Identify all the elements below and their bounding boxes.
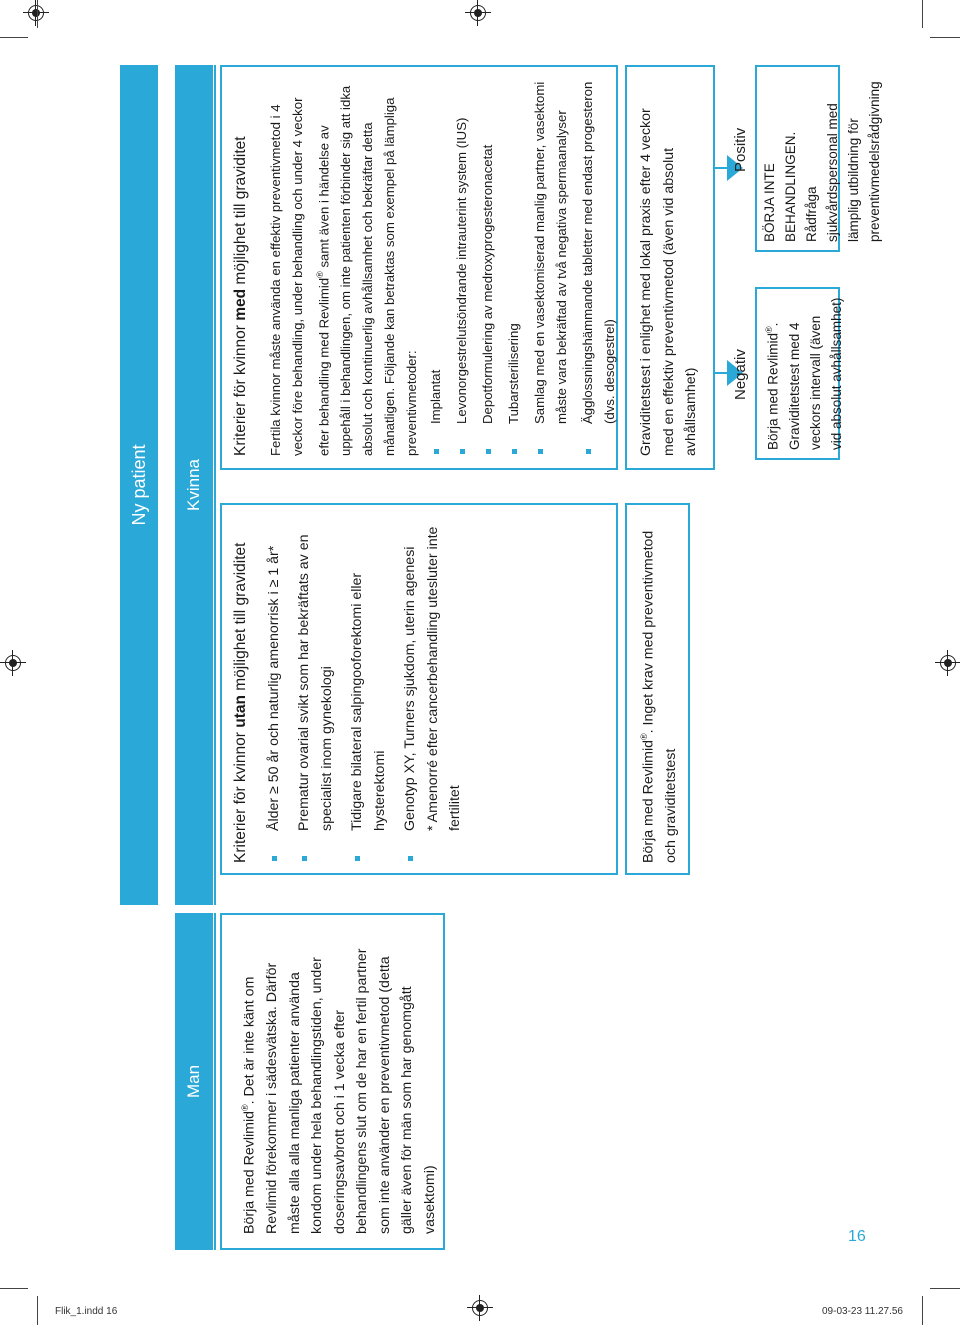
criteria-with-box: Kriterier för kvinnor med möjlighet till… bbox=[220, 65, 618, 470]
man-text-start: Börja med Revlimid bbox=[241, 1111, 258, 1234]
contraception-method-item: Levonorgestrelutsöndrande intrauterint s… bbox=[451, 79, 473, 456]
pregnancy-test-box: Graviditetstest i enlighet med lokal pra… bbox=[625, 65, 715, 470]
criteria-with-title-bold: med bbox=[232, 288, 249, 321]
criteria-with-intro: Fertila kvinnor måste använda en effekti… bbox=[265, 79, 423, 456]
crop-mark bbox=[930, 37, 960, 38]
new-patient-header: Ny patient bbox=[120, 65, 158, 905]
positive-result-text: BÖRJA INTE BEHANDLINGEN. Rådfråga sjukvå… bbox=[762, 81, 882, 242]
contraception-method-list: Implantat Levonorgestrelutsöndrande intr… bbox=[425, 79, 621, 456]
registration-mark-top-right bbox=[465, 0, 491, 26]
criteria-item: Genotyp XY, Turners sjukdom, uterin agen… bbox=[399, 515, 422, 863]
man-box: Börja med Revlimid®. Det är inte känt om… bbox=[220, 913, 445, 1250]
criteria-without-box: Kriterier för kvinnor utan möjlighet til… bbox=[220, 503, 618, 875]
negative-result-box: Börja med Revlimid®. Graviditetstest med… bbox=[755, 287, 844, 460]
start-without-test-box: Börja med Revlimid®. Inget krav med prev… bbox=[625, 503, 690, 875]
crop-mark bbox=[930, 1288, 960, 1289]
crop-mark bbox=[37, 0, 38, 28]
registered-mark: ® bbox=[314, 271, 325, 278]
criteria-with-intro-b: samt även i händelse av uppehåll i behan… bbox=[315, 85, 419, 456]
contraception-method-item: Ägglossningshämmande tabletter med endas… bbox=[577, 79, 621, 456]
man-header-rule bbox=[214, 913, 216, 1250]
footer-timestamp: 09-03-23 11.27.56 bbox=[822, 1306, 903, 1317]
positive-label: Positiv bbox=[732, 127, 749, 172]
registration-mark-bottom bbox=[467, 1295, 493, 1321]
criteria-without-footnote: * Amenorré efter cancerbehandling uteslu… bbox=[424, 526, 464, 831]
criteria-with-title-a: Kriterier för kvinnor bbox=[232, 320, 249, 456]
contraception-method-item: Implantat bbox=[425, 79, 447, 456]
criteria-without-title-bold: utan bbox=[232, 695, 249, 728]
footer-file: Flik_1.indd 16 bbox=[55, 1306, 118, 1317]
criteria-with-title-b: möjlighet till graviditet bbox=[232, 136, 249, 289]
criteria-without-list: Ålder ≥ 50 år och naturlig amenorrisk i … bbox=[263, 515, 422, 863]
crop-mark bbox=[922, 0, 923, 28]
criteria-with-title: Kriterier för kvinnor med möjlighet till… bbox=[230, 79, 253, 456]
registered-mark: ® bbox=[764, 326, 774, 333]
positive-result-box: BÖRJA INTE BEHANDLINGEN. Rådfråga sjukvå… bbox=[755, 65, 882, 252]
crop-mark bbox=[37, 1296, 38, 1325]
criteria-without-title: Kriterier för kvinnor utan möjlighet til… bbox=[230, 515, 253, 863]
man-label: Man bbox=[184, 1064, 203, 1099]
flowchart: Ny patient Man Börja med Revlimid®. Det … bbox=[120, 60, 882, 1250]
registered-mark: ® bbox=[639, 733, 649, 740]
woman-label: Kvinna bbox=[184, 459, 203, 511]
criteria-without-title-b: möjlighet till graviditet bbox=[232, 542, 249, 696]
criteria-item: Ålder ≥ 50 år och naturlig amenorrisk i … bbox=[263, 515, 286, 863]
negative-result-a: Börja med Revlimid bbox=[765, 332, 781, 450]
woman-header: Kvinna bbox=[175, 65, 213, 905]
registration-mark-top-left bbox=[23, 0, 49, 26]
criteria-item: Tidigare bilateral salpingooforektomi el… bbox=[346, 515, 391, 863]
man-header: Man bbox=[175, 913, 213, 1250]
registration-mark-right bbox=[935, 650, 960, 676]
woman-header-rule bbox=[214, 65, 216, 905]
contraception-method-item: Tubarsterilisering bbox=[503, 79, 525, 456]
new-patient-label: Ny patient bbox=[128, 444, 149, 526]
crop-mark bbox=[0, 1288, 28, 1289]
pregnancy-test-text: Graviditetstest i enlighet med lokal pra… bbox=[638, 108, 699, 456]
man-text: . Det är inte känt om Revlimid förekomme… bbox=[241, 948, 438, 1234]
criteria-without-title-a: Kriterier för kvinnor bbox=[232, 727, 249, 863]
start-without-test-a: Börja med Revlimid bbox=[640, 740, 657, 863]
registration-mark-left bbox=[0, 650, 26, 676]
registered-mark: ® bbox=[240, 1104, 250, 1111]
contraception-method-item: Samlag med en vasektomiserad manlig part… bbox=[529, 79, 573, 456]
contraception-method-item: Depotformulering av medroxyprogesteronac… bbox=[477, 79, 499, 456]
page-number: 16 bbox=[848, 1228, 866, 1245]
negative-label: Negativ bbox=[732, 349, 749, 400]
criteria-item: Prematur ovarial svikt som har bekräftat… bbox=[293, 515, 338, 863]
crop-mark bbox=[0, 37, 28, 38]
crop-mark bbox=[922, 1296, 923, 1325]
